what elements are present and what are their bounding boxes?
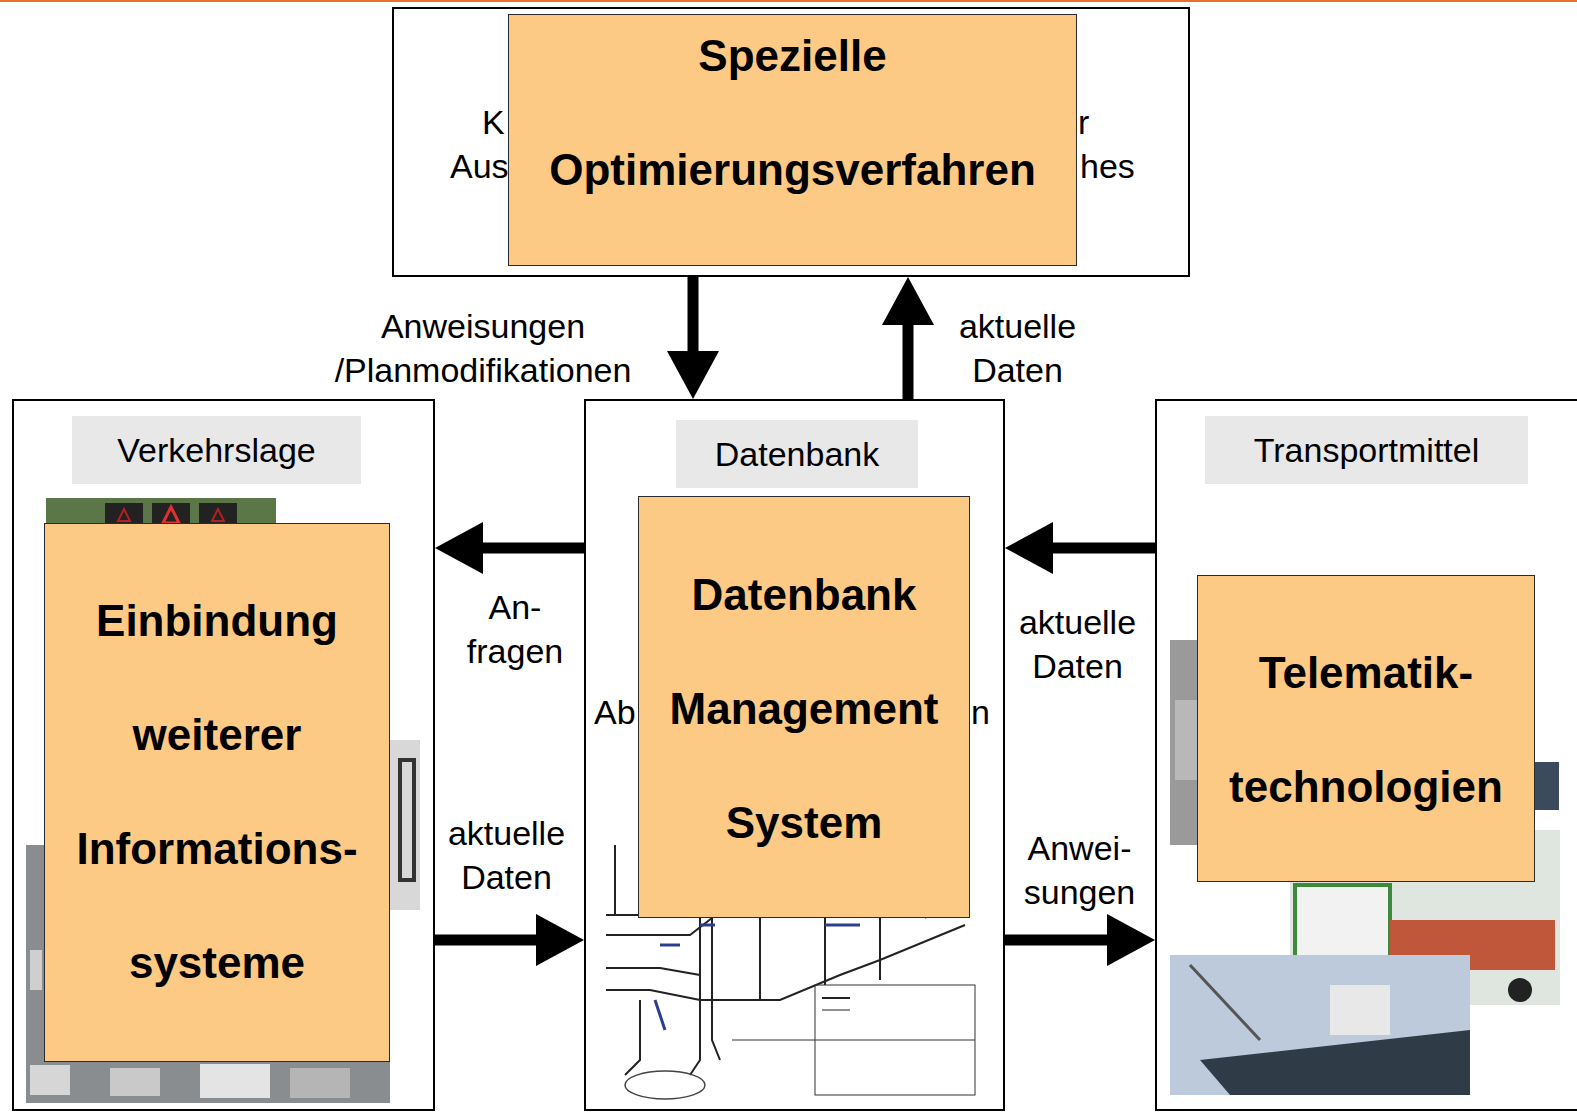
- edge-label: aktuelle Daten: [945, 304, 1090, 392]
- edge-label: An- fragen: [455, 585, 575, 673]
- highlight-box: Telematik- technologien: [1197, 575, 1535, 882]
- text-fragment: r: [1078, 101, 1089, 143]
- box-heading: Verkehrslage: [72, 416, 361, 484]
- edge-label: aktuelle Daten: [1005, 600, 1150, 688]
- traffic-photo: [26, 498, 420, 1103]
- arrowhead: [1005, 522, 1053, 574]
- arrow-connector: [667, 277, 719, 399]
- top-rule: [0, 0, 1577, 2]
- arrow-shaft: [1005, 935, 1109, 946]
- box-heading: Transportmittel: [1205, 416, 1528, 484]
- edge-label: Anweisungen /Planmodifikationen: [316, 304, 650, 392]
- component-box: VerkehrslageEinbindung weiterer Informat…: [12, 399, 435, 1111]
- edge-label: Anwei- sungen: [1007, 826, 1152, 914]
- component-box: DatenbankAb nDatenbank Management System: [584, 399, 1005, 1111]
- component-box: TransportmittelTelematik- technologien: [1155, 399, 1577, 1111]
- edge-label: aktuelle Daten: [434, 811, 579, 899]
- arrowhead: [882, 277, 934, 325]
- box-title: Einbindung weiterer Informations- system…: [45, 564, 389, 1020]
- arrow-connector: [1005, 914, 1155, 966]
- box-title: Telematik- technologien: [1198, 616, 1534, 844]
- text-fragment: n: [971, 691, 990, 733]
- arrow-connector: [1005, 522, 1155, 574]
- box-title: Spezielle Optimierungsverfahren: [509, 0, 1076, 227]
- highlight-box: Spezielle Optimierungsverfahren: [508, 14, 1077, 266]
- box-title: Datenbank Management System: [639, 538, 969, 880]
- component-box: KrAus hesSpezielle Optimierungsverfahren: [392, 7, 1190, 277]
- arrow-shaft: [481, 543, 584, 554]
- arrowhead: [667, 351, 719, 399]
- arrow-connector: [435, 522, 584, 574]
- text-fragment: K: [482, 101, 505, 143]
- arrowhead: [536, 914, 584, 966]
- arrow-connector: [435, 914, 584, 966]
- highlight-box: Einbindung weiterer Informations- system…: [44, 523, 390, 1062]
- arrow-shaft: [1051, 543, 1155, 554]
- text-fragment: hes: [1080, 145, 1135, 187]
- highlight-box: Datenbank Management System: [638, 496, 970, 918]
- arrowhead: [435, 522, 483, 574]
- arrow-connector: [882, 277, 934, 399]
- arrow-shaft: [688, 277, 699, 353]
- text-fragment: Aus: [450, 145, 509, 187]
- text-fragment: Ab: [594, 691, 636, 733]
- arrowhead: [1107, 914, 1155, 966]
- arrow-shaft: [435, 935, 538, 946]
- arrow-shaft: [903, 323, 914, 399]
- box-heading: Datenbank: [676, 420, 918, 488]
